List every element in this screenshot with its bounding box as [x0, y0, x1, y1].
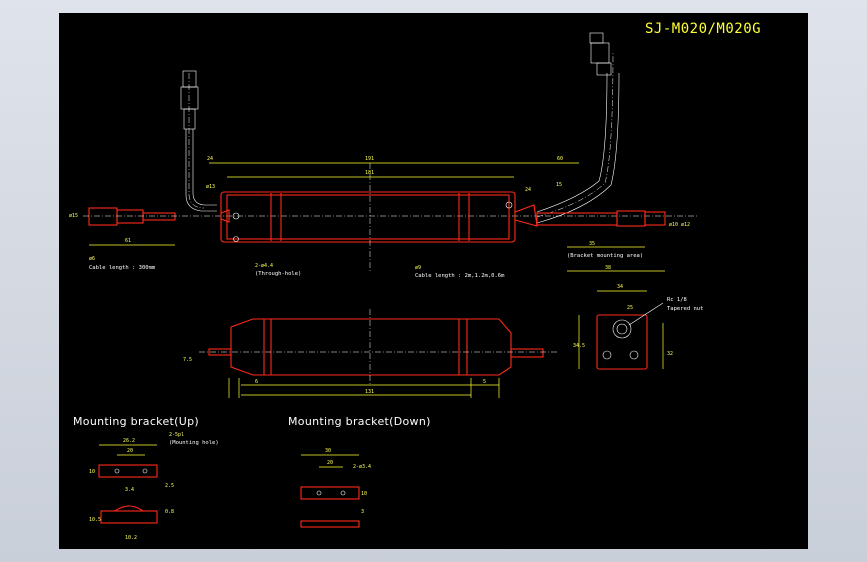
dim-dn-30: 30 — [325, 448, 331, 454]
dim-5: 5 — [483, 379, 486, 385]
top-view: 191 181 24 60 24 15 ø13 ø15 61 ø6 Cable … — [69, 32, 699, 279]
through-hole-note: (Through-hole) — [255, 271, 301, 277]
dim-up-10: 10 — [89, 469, 95, 475]
dim-up-20: 20 — [127, 448, 133, 454]
dim-phi12: ø12 — [681, 222, 690, 228]
dim-181: 181 — [365, 170, 374, 176]
tapered-nut-note: Tapered nut — [667, 306, 703, 312]
cable-length-right: Cable length : 2m,1.2m,0.6m — [415, 273, 505, 279]
dim-61: 61 — [125, 238, 131, 244]
rc-thread-note: Rc 1/8 — [667, 297, 687, 303]
dim-345: 34.5 — [573, 343, 585, 349]
dim-15: 15 — [556, 182, 562, 188]
dim-phi10: ø10 — [669, 222, 678, 228]
dim-dn-20: 20 — [327, 460, 333, 466]
dim-75: 7.5 — [183, 357, 192, 363]
dim-60: 60 — [557, 156, 563, 162]
dim-phi13: ø13 — [206, 184, 215, 190]
dim-34: 34 — [617, 284, 623, 290]
bracket-up: Mounting bracket(Up) 26.2 20 2-5pl (Moun… — [73, 415, 219, 541]
bracket-area-note: (Bracket mounting area) — [567, 253, 643, 259]
dim-dn-10: 10 — [361, 491, 367, 497]
cad-drawing-canvas[interactable]: SJ-M020/M020G — [59, 13, 808, 549]
dim-phi9: ø9 — [415, 265, 421, 271]
dim-24b: 24 — [525, 187, 531, 193]
drawing-title: SJ-M020/M020G — [645, 21, 761, 37]
dim-up-102: 10.2 — [125, 535, 137, 541]
cable-length-left: Cable length : 300mm — [89, 265, 156, 271]
dim-phi15: ø15 — [69, 213, 78, 219]
dim-up-262: 26.2 — [123, 438, 135, 444]
dim-35: 35 — [589, 241, 595, 247]
dim-dn-3: 3 — [361, 509, 364, 515]
end-view: 34 25 34.5 32 Rc 1/8 Tapered nut — [573, 284, 703, 370]
dim-32: 32 — [667, 351, 673, 357]
bracket-down: Mounting bracket(Down) 30 20 2-ø3.4 10 3 — [288, 415, 431, 528]
dim-up-34: 3.4 — [125, 487, 134, 493]
dim-131: 131 — [365, 389, 374, 395]
mounting-hole-note: (Mounting hole) — [169, 440, 219, 446]
dim-6: ø6 — [89, 256, 95, 262]
dim-24a: 24 — [207, 156, 213, 162]
dim-38: 38 — [605, 265, 611, 271]
side-view: 6 5 131 7.5 — [183, 309, 559, 398]
dim-up-08: 0.8 — [165, 509, 174, 515]
dim-hole: 2-ø4.4 — [255, 263, 273, 269]
dim-up-25: 2.5 — [165, 483, 174, 489]
technical-drawing: SJ-M020/M020G — [69, 21, 761, 541]
dim-up-slot: 2-5pl — [169, 432, 184, 438]
dim-up-105: 10.5 — [89, 517, 101, 523]
dim-25: 25 — [627, 305, 633, 311]
bracket-down-title: Mounting bracket(Down) — [288, 415, 431, 428]
bracket-up-title: Mounting bracket(Up) — [73, 415, 199, 428]
dim-dn-hole: 2-ø3.4 — [353, 464, 371, 470]
dim-191: 191 — [365, 156, 374, 162]
dim-6b: 6 — [255, 379, 258, 385]
